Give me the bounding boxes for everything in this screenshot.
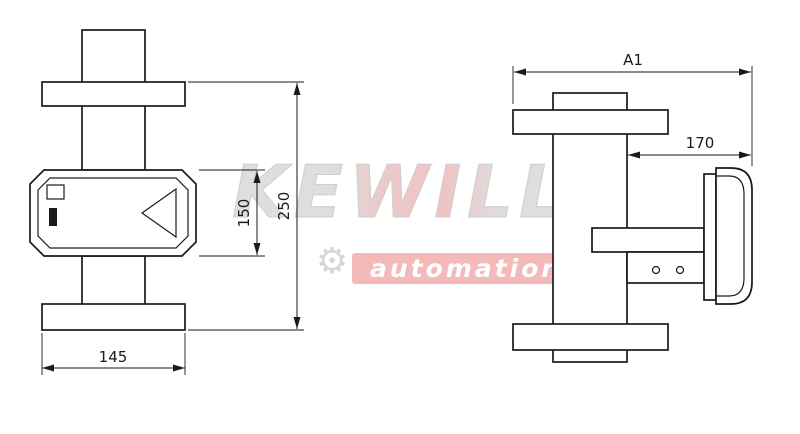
dim-label-overall-width: A1 bbox=[623, 51, 643, 69]
side-display-housing-inner bbox=[716, 175, 745, 297]
front-view-dimensions: 145 250 150 bbox=[41, 81, 304, 375]
dim-label-overall-height: 250 bbox=[275, 192, 293, 221]
dim-label-flange-width: 145 bbox=[99, 348, 128, 366]
side-top-flange bbox=[512, 109, 669, 135]
front-display-bar bbox=[49, 208, 57, 226]
side-bolt-left bbox=[651, 265, 661, 275]
side-junction-box bbox=[626, 251, 705, 284]
side-view-dimensions: A1 170 bbox=[512, 51, 753, 166]
side-view bbox=[512, 92, 753, 363]
gear-icon: ⚙ bbox=[316, 241, 349, 282]
watermark-brand-text: KEWILL bbox=[232, 150, 571, 234]
front-bottom-flange bbox=[41, 303, 186, 331]
front-top-flange bbox=[41, 81, 186, 107]
front-lower-pipe bbox=[81, 255, 146, 307]
side-neck bbox=[591, 227, 705, 253]
side-display-housing bbox=[715, 167, 753, 305]
front-display-housing bbox=[29, 169, 197, 257]
front-display-window bbox=[46, 184, 65, 200]
front-display-inner-frame bbox=[37, 177, 189, 249]
dim-label-body-height: 150 bbox=[235, 199, 253, 228]
front-indicator-triangle bbox=[140, 187, 177, 239]
watermark-subtitle-text: automation bbox=[352, 253, 581, 284]
side-bottom-flange bbox=[512, 323, 669, 351]
front-view bbox=[29, 29, 197, 331]
dim-label-housing-depth: 170 bbox=[686, 134, 715, 152]
side-bolt-right bbox=[675, 265, 685, 275]
side-mount-plate bbox=[703, 173, 717, 301]
